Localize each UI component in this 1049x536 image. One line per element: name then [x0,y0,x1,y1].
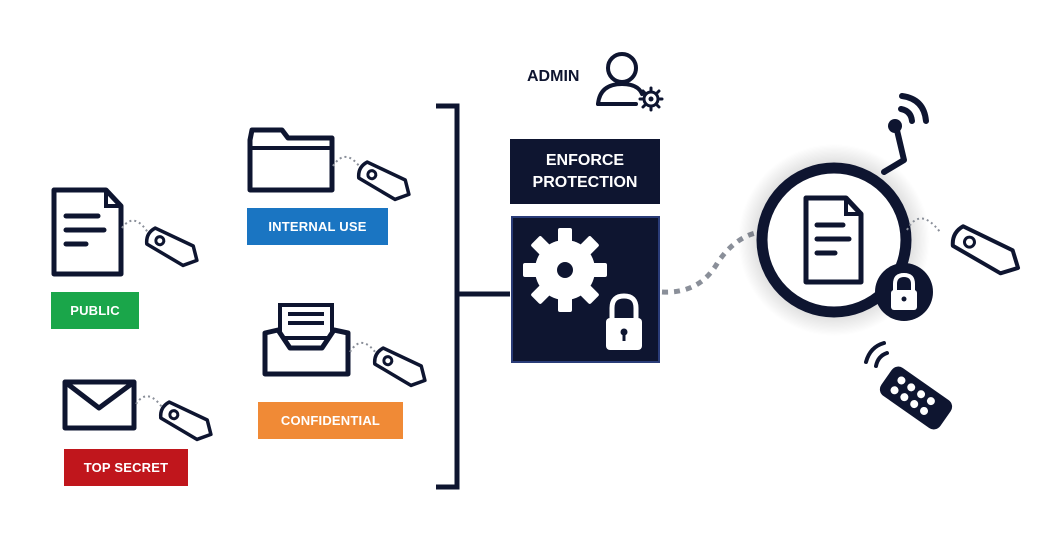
enforce-protection-box: ENFORCE PROTECTION [510,139,660,204]
label-top-secret: TOP SECRET [64,449,188,486]
enforce-line-1: ENFORCE [545,151,625,169]
wifi-signal-icon [898,93,929,124]
folder-icon [247,127,335,193]
envelope-icon [62,379,137,431]
label-internal-use: INTERNAL USE [247,208,388,245]
protected-document-icon [803,195,864,285]
internal-tag-icon [356,160,411,202]
topsecret-tag-icon [158,400,213,442]
confidential-tag-string [349,342,379,357]
protected-lock-icon [875,263,933,321]
label-confidential: CONFIDENTIAL [258,402,403,439]
remote-control-icon [879,366,953,430]
antenna-stem [881,123,907,175]
admin-label: ADMIN [527,68,580,85]
public-tag-icon [144,226,199,268]
public-document-icon [51,187,124,277]
public-tag-string [121,219,151,237]
internal-tag-string [332,156,363,171]
label-public: PUBLIC [51,292,139,329]
remote-signal-icon [864,341,889,368]
enforce-line-2: PROTECTION [532,173,638,191]
inbox-tray-icon [262,303,351,377]
admin-user-gear-icon [596,52,664,112]
gear-icon [523,228,607,312]
topsecret-tag-string [135,395,165,411]
confidential-tag-icon [372,346,427,388]
protected-tag-icon [950,224,1021,276]
antenna-tip [888,119,902,133]
grouping-bracket [436,103,460,490]
engine-lock-icon [606,293,642,350]
